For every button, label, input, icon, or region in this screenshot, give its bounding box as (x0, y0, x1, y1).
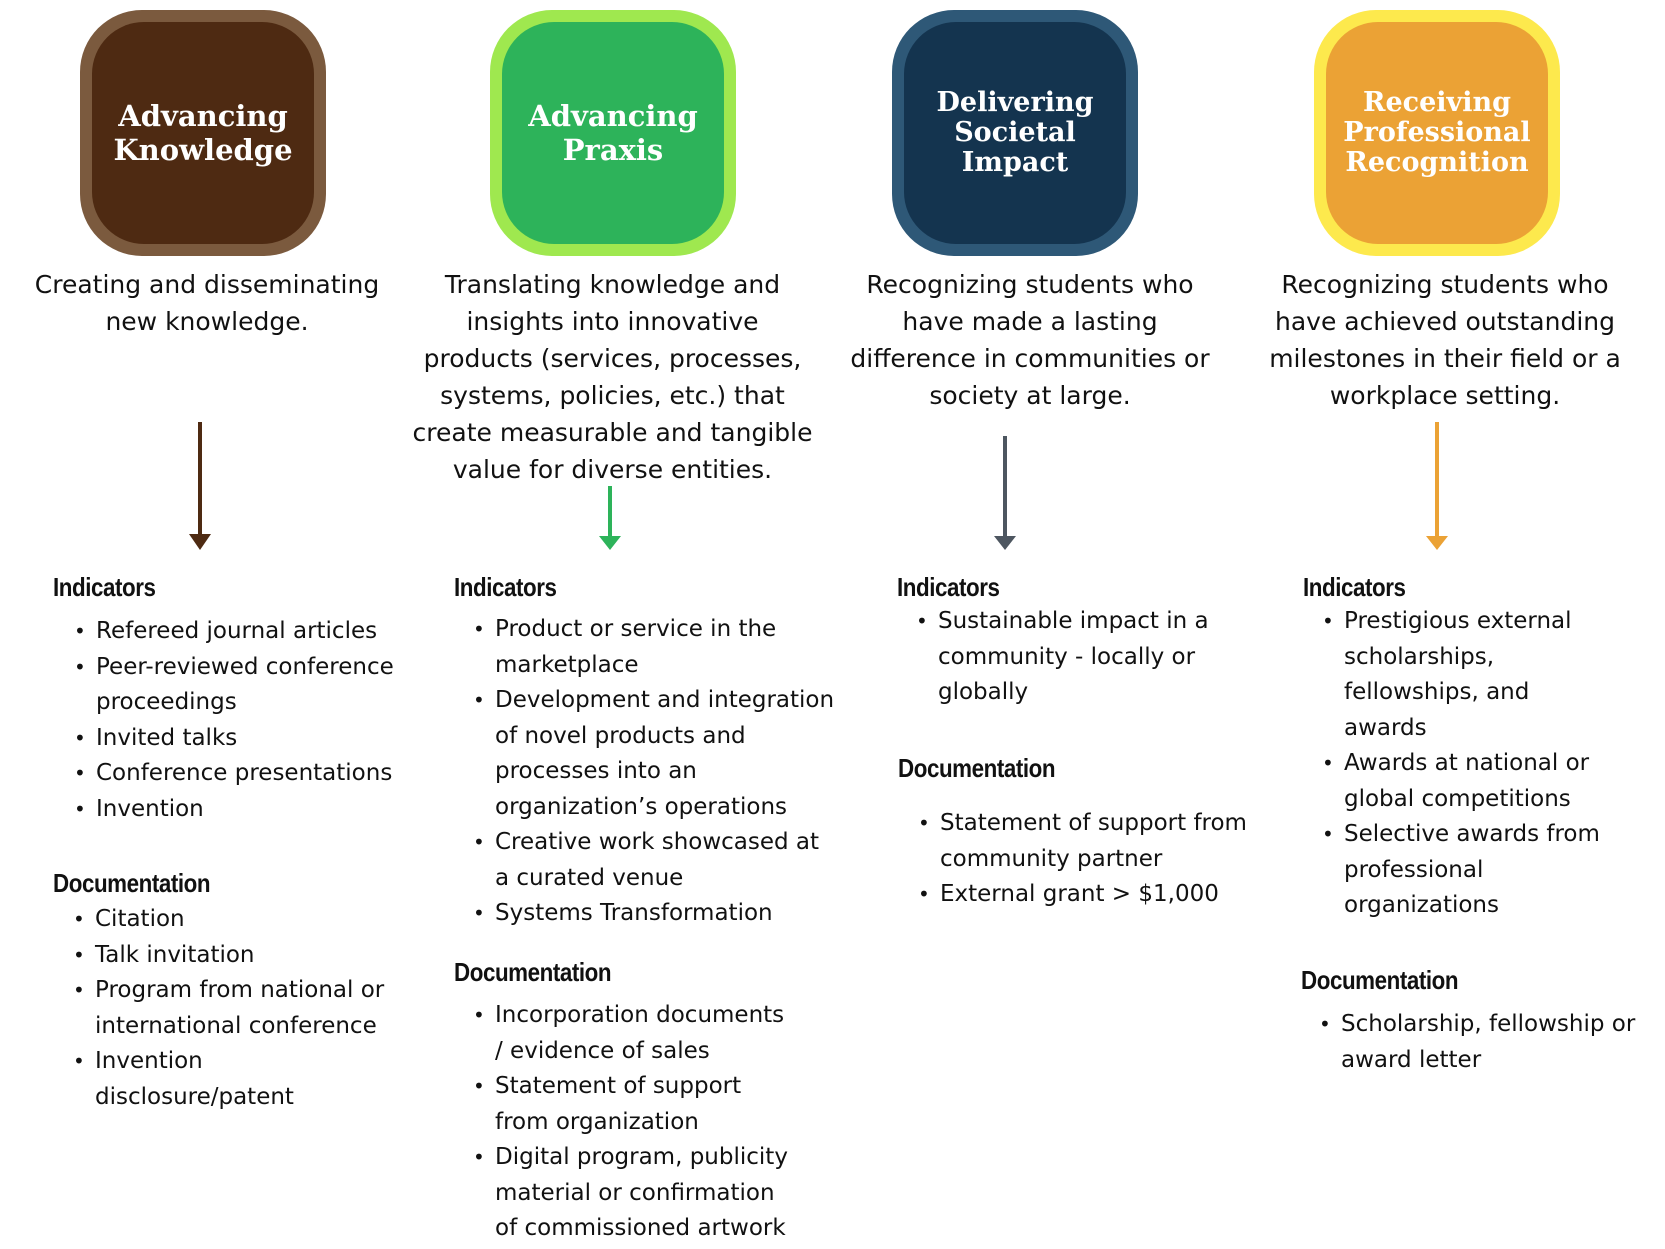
receiving-professional-recognition-tile: Receiving Professional Recognition (1314, 10, 1560, 256)
documentation-list: Statement of support from community part… (898, 806, 1248, 913)
list-item: Refereed journal articles (54, 614, 414, 650)
tile-title: Advancing Praxis (528, 99, 698, 167)
tile-inner: Receiving Professional Recognition (1326, 22, 1548, 244)
indicators-heading: Indicators (454, 572, 557, 602)
delivering-societal-impact-tile: Delivering Societal Impact (892, 10, 1138, 256)
list-item: Talk invitation (53, 938, 393, 974)
list-item: Invited talks (54, 721, 414, 757)
list-item: Selective awards from professional organ… (1302, 817, 1612, 924)
list-item: Conference presentations (54, 756, 414, 792)
list-item: Product or service in the marketplace (453, 612, 838, 683)
list-item: Statement of support from organization (453, 1069, 798, 1140)
documentation-heading: Documentation (898, 753, 1056, 783)
indicators-heading: Indicators (1303, 572, 1406, 602)
indicators-list: Sustainable impact in a community - loca… (896, 604, 1226, 711)
list-item: Scholarship, fellowship or award letter (1299, 1007, 1644, 1078)
arrow-head (994, 536, 1016, 550)
column-description: Recognizing students who have made a las… (850, 270, 1210, 410)
column-description: Recognizing students who have achieved o… (1269, 270, 1621, 410)
indicators-list: Refereed journal articles Peer-reviewed … (54, 614, 414, 827)
column-description: Creating and disseminating new knowledge… (34, 270, 380, 336)
arrow-shaft (1435, 422, 1439, 536)
arrow-shaft (608, 486, 612, 536)
list-item: Invention (54, 792, 414, 828)
arrow-head (599, 536, 621, 550)
tile-inner: Delivering Societal Impact (904, 22, 1126, 244)
down-arrow-icon (1425, 422, 1449, 550)
indicators-heading: Indicators (53, 572, 156, 602)
documentation-heading: Documentation (454, 957, 612, 987)
column-delivering-societal-impact: Delivering Societal Impact Recognizing s… (830, 0, 1250, 1249)
documentation-list: Incorporation documents / evidence of sa… (453, 998, 798, 1247)
column-description: Translating knowledge and insights into … (412, 270, 813, 484)
indicators-heading: Indicators (897, 572, 1000, 602)
indicators-list: Product or service in the marketplace De… (453, 612, 838, 932)
list-item: Statement of support from community part… (898, 806, 1248, 877)
list-item: Program from national or international c… (53, 973, 393, 1044)
arrow-head (1426, 536, 1448, 550)
down-arrow-icon (598, 486, 622, 550)
list-item: Development and integration of novel pro… (453, 683, 838, 825)
down-arrow-icon (993, 436, 1017, 550)
tile-inner: Advancing Knowledge (92, 22, 314, 244)
advancing-knowledge-tile: Advancing Knowledge (80, 10, 326, 256)
tile-inner: Advancing Praxis (502, 22, 724, 244)
arrow-head (189, 534, 211, 550)
column-advancing-knowledge: Advancing Knowledge Creating and dissemi… (0, 0, 420, 1249)
documentation-list: Scholarship, fellowship or award letter (1299, 1007, 1644, 1078)
tile-title: Delivering Societal Impact (936, 87, 1094, 178)
list-item: Digital program, publicity material or c… (453, 1140, 798, 1247)
column-advancing-praxis: Advancing Praxis Translating knowledge a… (410, 0, 850, 1249)
down-arrow-icon (188, 422, 212, 550)
list-item: Systems Transformation (453, 896, 838, 932)
arrow-shaft (198, 422, 202, 534)
indicators-list: Prestigious external scholarships, fello… (1302, 604, 1612, 924)
column-receiving-professional-recognition: Receiving Professional Recognition Recog… (1250, 0, 1665, 1249)
tile-title: Receiving Professional Recognition (1343, 87, 1531, 178)
documentation-heading: Documentation (1301, 965, 1459, 995)
list-item: Citation (53, 902, 393, 938)
tile-title: Advancing Knowledge (113, 99, 293, 167)
arrow-shaft (1003, 436, 1007, 536)
list-item: Awards at national or global competition… (1302, 746, 1612, 817)
list-item: Creative work showcased at a curated ven… (453, 825, 838, 896)
documentation-heading: Documentation (53, 868, 211, 898)
list-item: External grant > $1,000 (898, 877, 1248, 913)
list-item: Incorporation documents / evidence of sa… (453, 998, 798, 1069)
list-item: Peer-reviewed conference proceedings (54, 650, 414, 721)
advancing-praxis-tile: Advancing Praxis (490, 10, 736, 256)
list-item: Sustainable impact in a community - loca… (896, 604, 1226, 711)
list-item: Invention disclosure/patent (53, 1044, 393, 1115)
documentation-list: Citation Talk invitation Program from na… (53, 902, 393, 1115)
list-item: Prestigious external scholarships, fello… (1302, 604, 1612, 746)
